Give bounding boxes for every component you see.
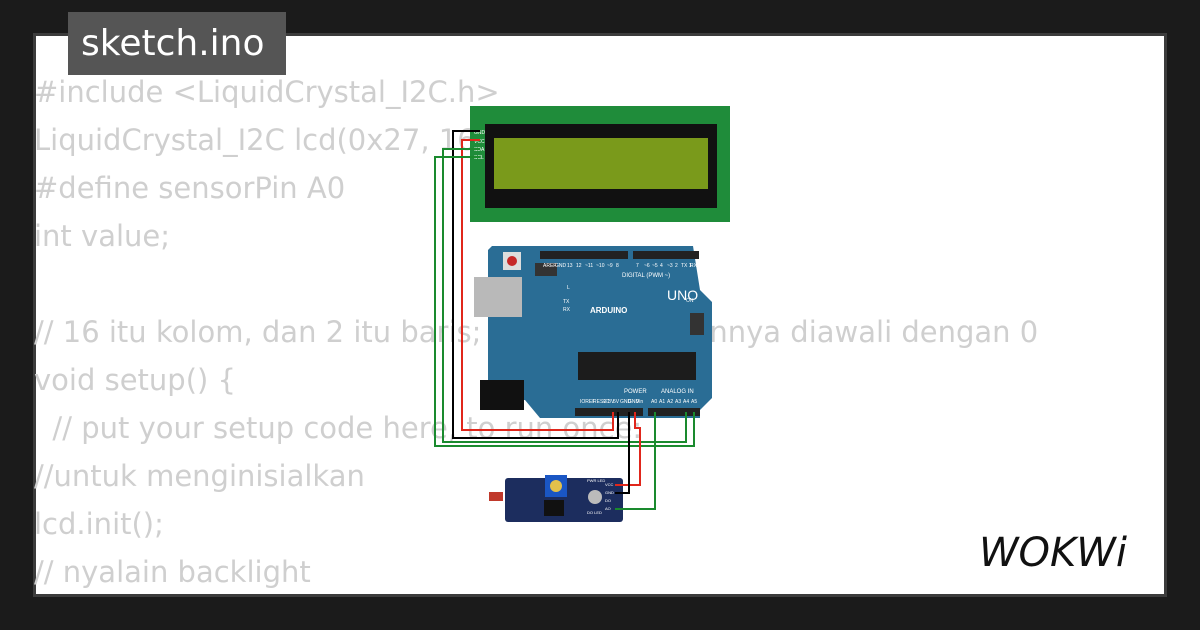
pin-label-a1: A1 [659, 399, 665, 405]
photoresistor [489, 492, 503, 501]
lcd-pin-vcc: VCC [474, 139, 485, 145]
pin-label-7: 7 [636, 263, 639, 269]
arduino-model: UNO [667, 287, 698, 303]
pin-label-a0: A0 [651, 399, 657, 405]
arduino-brand: ARDUINO [590, 306, 627, 315]
pin-label-ioref: IOREF [580, 399, 595, 405]
do-led-label: DO LED [587, 510, 602, 515]
comparator-chip [544, 500, 564, 516]
pin-label-aref: AREF [543, 263, 556, 269]
digital-header-b [633, 251, 699, 259]
on-led-label: ON [686, 298, 694, 304]
pin-label-a2: A2 [667, 399, 673, 405]
sketch-filename: sketch.ino [68, 12, 286, 75]
wire-scl-lcd[interactable] [434, 156, 695, 447]
pin-label-5: ~5 [652, 263, 658, 269]
pin-label-3v3: 3.3V [604, 399, 615, 405]
rx-led-label: RX [563, 307, 571, 313]
wokwi-logo: WOKWi [979, 530, 1127, 576]
light-sensor-module[interactable]: PWR LED DO LED VCC GND DO AO [489, 475, 623, 522]
code-line: lcd.init(); [34, 507, 164, 541]
code-line: #define sensorPin A0 [34, 171, 346, 205]
pin-label-2: 2 [675, 263, 678, 269]
pin-label-10: ~10 [596, 263, 605, 269]
pin-label-6: ~6 [644, 263, 650, 269]
pin-label-12: 12 [576, 263, 582, 269]
pin-label-a5: A5 [691, 399, 697, 405]
wire-vcc-sensor[interactable] [615, 412, 641, 486]
code-line: void setup() { [34, 363, 236, 397]
digital-header-a [540, 251, 628, 259]
digital-label: DIGITAL (PWM ~) [622, 273, 670, 279]
arduino-uno-board[interactable]: AREF GND 13 12 ~11 ~10 ~9 8 7 ~6 ~5 4 ~3… [474, 246, 712, 418]
pin-label-rx0: RX 0 [690, 263, 701, 269]
lcd-pin-gnd: GND [474, 130, 486, 136]
wire-vcc-lcd[interactable] [461, 139, 614, 431]
pin-label-13: 13 [567, 263, 573, 269]
usb-port [474, 277, 522, 317]
pwr-led-label: PWR LED [587, 478, 605, 483]
pin-label-5v: 5V [613, 399, 620, 405]
wire-ao-sensor[interactable] [615, 412, 656, 510]
code-line: // nyalain backlight [34, 555, 311, 589]
pin-label-gnd-2: GND [628, 399, 640, 405]
atmega-chip [578, 352, 696, 380]
pin-label-gnd-top: GND [555, 263, 567, 269]
pin-label-8: 8 [616, 263, 619, 269]
code-line: //untuk menginisialkan [34, 459, 365, 493]
svg-text:WOKWi: WOKWi [979, 530, 1127, 576]
sensor-pin-do: DO [605, 498, 611, 503]
pin-label-a3: A3 [675, 399, 681, 405]
power-jack [480, 380, 524, 410]
pin-label-reset: RESET [593, 399, 610, 405]
pin-label-tx1: TX 1 [681, 263, 692, 269]
pin-label-vin: Vin [636, 399, 643, 405]
pin-label-3: ~3 [667, 263, 673, 269]
power-label: POWER [624, 389, 647, 395]
sensor-pin-vcc: VCC [605, 482, 614, 487]
pin-label-a4: A4 [683, 399, 689, 405]
analog-label: ANALOG IN [661, 389, 694, 395]
pin-label-11: ~11 [585, 263, 593, 269]
pin-label-4: 4 [660, 263, 663, 269]
tx-led-label: TX [563, 299, 570, 305]
wire-sda-lcd[interactable] [442, 148, 687, 443]
icsp-header [535, 263, 704, 335]
pin-label-9: ~9 [607, 263, 613, 269]
wire-gnd-lcd[interactable] [452, 130, 619, 439]
analog-header [648, 408, 700, 416]
wire-gnd-sensor[interactable] [615, 412, 630, 494]
code-line: #include <LiquidCrystal_I2C.h> [34, 75, 500, 109]
power-header [575, 408, 643, 416]
lcd-display[interactable]: GND VCC SDA SCL [470, 106, 730, 222]
code-line: int value; [34, 219, 171, 253]
sensor-pin-gnd: GND [605, 490, 614, 495]
sensor-pin-ao: AO [605, 506, 611, 511]
l-led-label: L [567, 285, 570, 291]
pin-label-gnd-1: GND [620, 399, 632, 405]
